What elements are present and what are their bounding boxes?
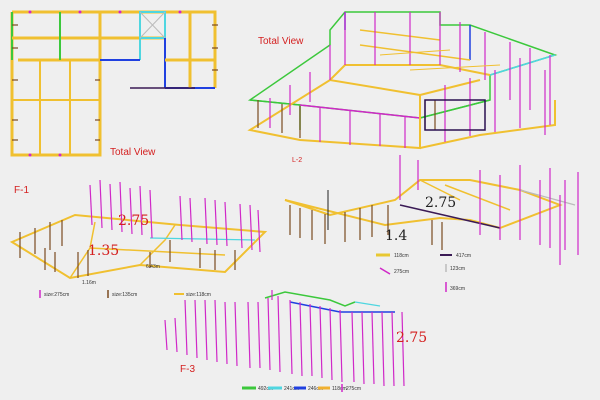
f2-legend: 118cm 417cm 275cm 123cm 369cm xyxy=(376,253,471,292)
total-view-label-right: Total View xyxy=(258,36,304,47)
size-118-note: size:118cm xyxy=(186,292,211,298)
plan-view xyxy=(10,10,218,157)
cut-label: L-2 xyxy=(292,157,302,164)
legend-492: 492cm xyxy=(258,386,273,392)
f1-note-116: 1.16m xyxy=(82,280,96,286)
f2-legend-118: 118cm xyxy=(394,253,409,259)
f1-dim-135: 1.35 xyxy=(88,243,119,259)
size-135-note: size:135cm xyxy=(112,292,137,298)
f1-dim-275: 2.75 xyxy=(118,213,149,229)
legend-275: 275cm xyxy=(346,386,361,392)
f2-dim-14: 1.4 xyxy=(385,228,407,244)
legend-241: 241cm xyxy=(284,386,299,392)
total-view-3d xyxy=(247,11,558,150)
f1-view-3d xyxy=(9,179,268,280)
f3-label: F-3 xyxy=(180,364,195,375)
f2-view-3d xyxy=(284,155,579,265)
f2-dim-275: 2.75 xyxy=(425,195,456,211)
total-view-label-left: Total View xyxy=(110,147,156,158)
f2-legend-275: 275cm xyxy=(394,269,409,275)
f2-legend-369: 369cm xyxy=(450,286,465,292)
f2-legend-417: 417cm xyxy=(456,253,471,259)
f3-view-3d xyxy=(164,290,405,387)
bottom-legend: 492cm 241cm 246cm 118cm 275cm xyxy=(242,384,361,392)
f2-legend-123: 123cm xyxy=(450,266,465,272)
f1-note-643: 6.43m xyxy=(146,264,160,270)
f3-dim-275: 2.75 xyxy=(396,330,427,346)
f1-label: F-1 xyxy=(14,185,29,196)
size-275-note: size:275cm xyxy=(44,292,69,298)
legend-118: 118cm xyxy=(332,386,347,392)
f1-size-notes: size:275cm size:135cm size:118cm xyxy=(39,290,211,298)
legend-246: 246cm xyxy=(308,386,323,392)
